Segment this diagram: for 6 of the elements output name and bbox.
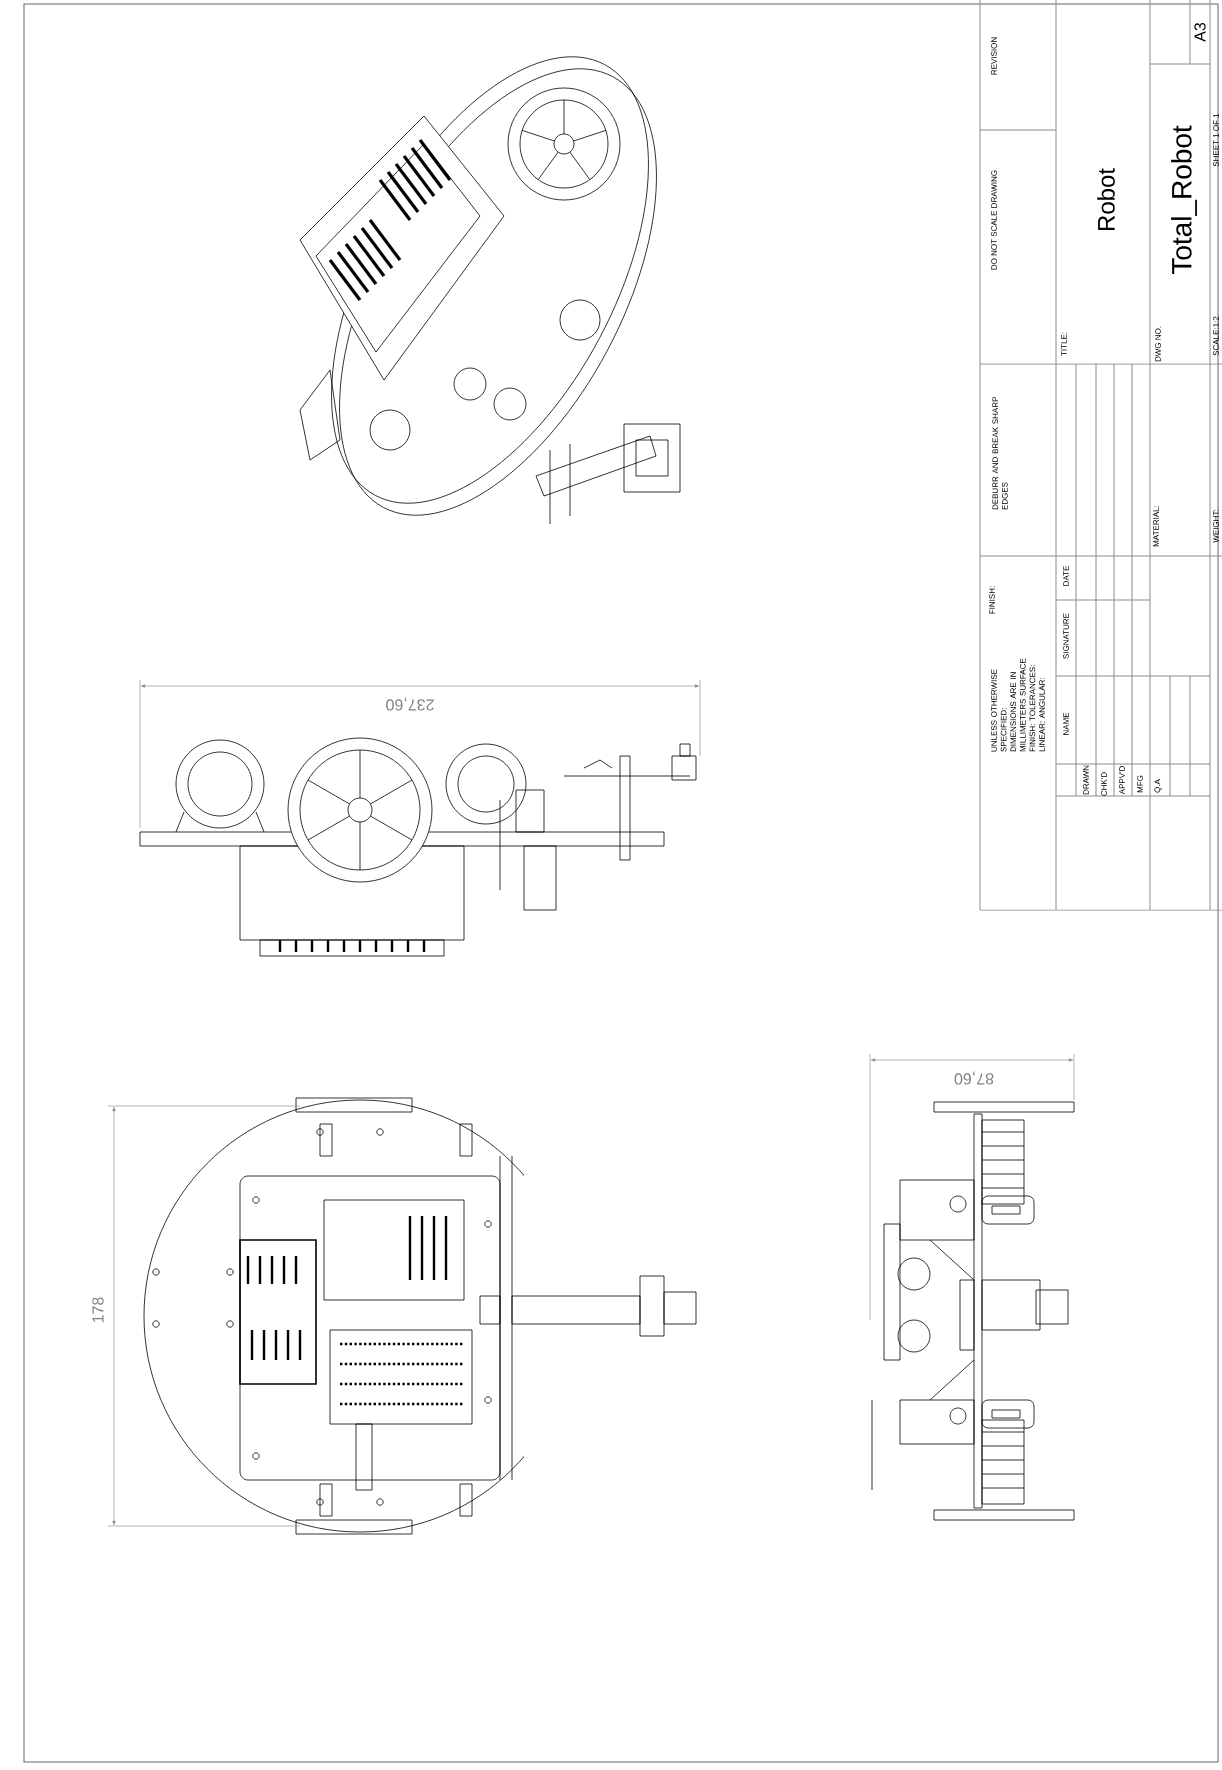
- dimension-text: 237,60: [386, 697, 434, 711]
- sheet-size: A3: [1194, 22, 1206, 42]
- drawing-number: Total_Robot: [1171, 125, 1197, 275]
- dimension-text: 178: [92, 1297, 104, 1323]
- dimension-text: 87,60: [954, 1071, 994, 1085]
- drawing-title: Robot: [1097, 168, 1115, 231]
